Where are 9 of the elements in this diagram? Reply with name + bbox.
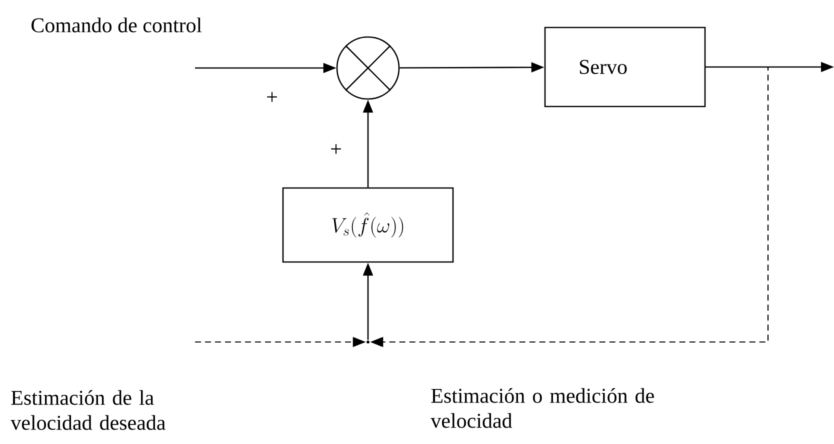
title-label: Comando de control: [32, 18, 202, 32]
sign-label: +: [267, 92, 277, 102]
input-label: Estimación o medición de velocidad: [430, 388, 654, 428]
sign-label: +: [331, 144, 341, 154]
junction-point: [366, 340, 370, 344]
input-label: Estimación de la velocidad deseada: [10, 390, 166, 430]
block: $V_s(\hat{f}(\omega))$: [282, 187, 454, 263]
block: Servo: [544, 26, 706, 108]
summing-junction: [336, 36, 400, 100]
